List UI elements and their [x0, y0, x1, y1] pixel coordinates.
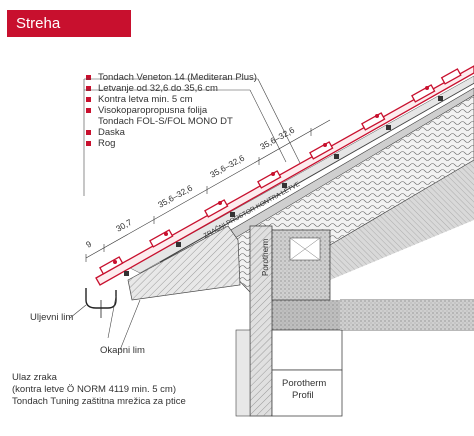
legend-bullet-icon	[86, 75, 91, 80]
legend-label: Tondach Veneton 14 (Mediteran Plus)	[98, 72, 257, 83]
dimension-label: 35,6–32,6	[258, 125, 296, 152]
porotherm-profile-label-2: Profil	[292, 390, 314, 401]
legend-leader-lines	[83, 78, 301, 196]
legend-label: Visokoparopropusna folija	[98, 105, 208, 116]
legend-bullet-icon	[86, 108, 91, 113]
section-header: Streha	[7, 10, 131, 37]
tile	[257, 170, 282, 189]
okapni-lim-label: Okapni lim	[100, 345, 145, 356]
tile-lugs	[113, 86, 429, 264]
legend-label: Letvanje od 32,6 do 35,6 cm	[98, 83, 218, 94]
legend-bullet-icon	[86, 97, 91, 102]
section-title: Streha	[16, 15, 61, 32]
legend-item-board: Daska	[84, 127, 259, 138]
porotherm-profile-block	[271, 329, 343, 371]
legend-item-roof-tile: Tondach Veneton 14 (Mediteran Plus)	[84, 72, 259, 83]
dimension-label: 35,6–32,6	[208, 153, 246, 180]
tile	[361, 112, 386, 131]
legend-item-membrane-product: Tondach FOL-S/FOL MONO DT	[98, 116, 233, 127]
tile	[204, 199, 229, 218]
dimension-label: 9	[84, 239, 93, 250]
legend-item-battens: Letvanje od 32,6 do 35,6 cm	[84, 83, 259, 94]
dimension-label: 30,7	[114, 217, 134, 234]
uljevni-lim-label: Uljevni lim	[30, 312, 74, 323]
tile	[411, 84, 436, 103]
tile	[99, 256, 124, 275]
air-inlet-norm-label: (kontra letve Ö NORM 4119 min. 5 cm)	[12, 384, 177, 395]
legend-label: Kontra letva min. 5 cm	[98, 94, 193, 105]
legend-item-rafter: Rog	[84, 138, 259, 149]
tile	[440, 68, 462, 85]
tile	[309, 141, 334, 160]
dimension-label: 35,6–32,6	[156, 183, 194, 210]
bird-mesh-label: Tondach Tuning zaštitna mrežica za ptice	[12, 396, 186, 407]
air-inlet-label: Ulaz zraka	[12, 372, 57, 383]
legend-bullet-icon	[86, 130, 91, 135]
legend-bullet-icon	[86, 141, 91, 146]
battens	[124, 96, 443, 276]
legend-label: Daska	[98, 127, 125, 138]
legend-item-counter-batten: Kontra letva min. 5 cm	[84, 94, 259, 105]
dimension-line	[85, 119, 331, 262]
label-pointers	[69, 295, 141, 351]
porotherm-profile-label: Porotherm	[282, 378, 327, 389]
gutter	[85, 288, 117, 309]
legend-item-membrane: Visokoparopropusna folija	[84, 105, 259, 116]
legend: Tondach Veneton 14 (Mediteran Plus) Letv…	[84, 72, 259, 149]
legend-bullet-icon	[86, 86, 91, 91]
roof-tiles	[95, 65, 474, 286]
porotherm-wall-label: Porotherm	[261, 238, 270, 276]
legend-label: Rog	[98, 138, 116, 149]
